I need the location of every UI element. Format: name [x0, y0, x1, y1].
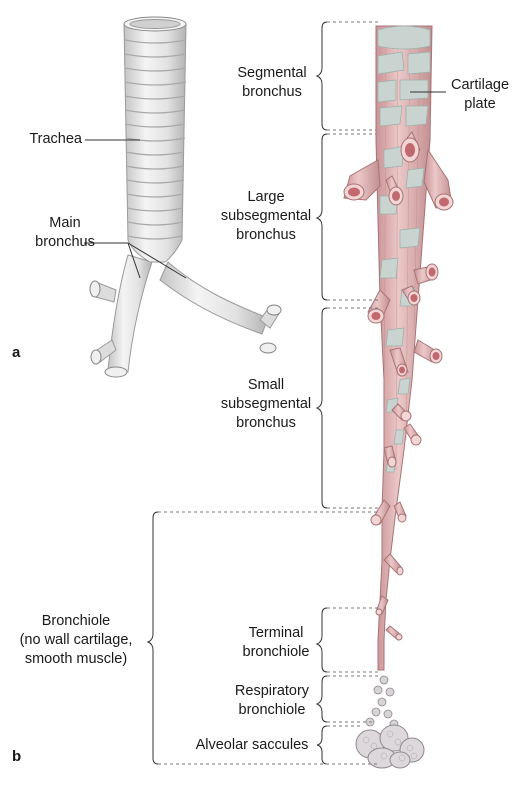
- bronchus-illustration: [343, 25, 454, 769]
- dashed-guides: [158, 21, 380, 765]
- brackets: [146, 21, 328, 765]
- label-main-bronchus: Main bronchus: [35, 215, 95, 250]
- label-bronchiole: Bronchiole (no wall cartilage, smooth mu…: [19, 613, 133, 667]
- panel-label-a: a: [12, 344, 21, 361]
- trachea-illustration: [89, 16, 282, 378]
- panel-label-b: b: [12, 748, 22, 765]
- label-alveolar-saccules: Alveolar saccules: [195, 737, 309, 753]
- label-large-subsegmental-bronchus: Large subsegmental bronchus: [220, 189, 312, 243]
- label-terminal-bronchiole: Terminal bronchiole: [242, 625, 310, 660]
- label-trachea: Trachea: [29, 131, 82, 147]
- panel-a-leaders: [84, 139, 187, 279]
- label-small-subsegmental-bronchus: Small subsegmental bronchus: [220, 377, 312, 431]
- alveolar-saccules-cluster: [355, 724, 425, 769]
- label-segmental-bronchus: Segmental bronchus: [237, 65, 307, 100]
- label-respiratory-bronchiole: Respiratory bronchiole: [234, 683, 310, 718]
- label-cartilage-plate: Cartilage plate: [450, 77, 510, 112]
